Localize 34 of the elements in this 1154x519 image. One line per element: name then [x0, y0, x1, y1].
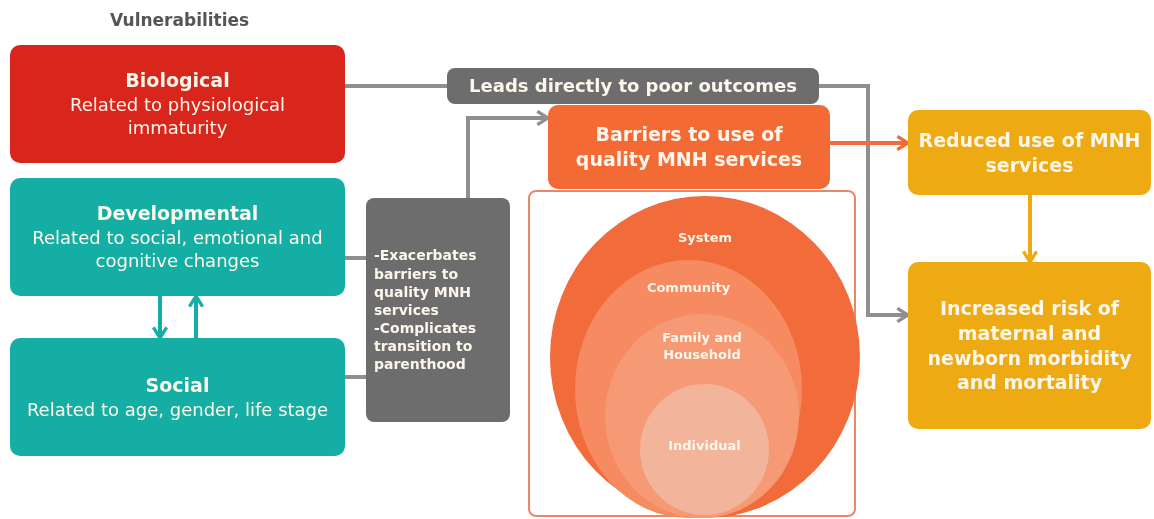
node-text: Community: [646, 280, 731, 297]
node-text: Related to physiological immaturity: [68, 92, 287, 140]
node-heading: Social: [145, 372, 210, 398]
arrow: [466, 109, 550, 198]
result-box: [908, 262, 1151, 429]
barrier-box: [548, 105, 830, 189]
node-heading: Developmental: [96, 201, 259, 226]
arrow: [187, 294, 205, 338]
node-text: System: [677, 230, 733, 247]
arrow: [1021, 195, 1039, 264]
arrow: [151, 296, 169, 340]
node-heading: Biological: [125, 68, 230, 93]
node-text: Related to age, gender, life stage: [26, 397, 329, 422]
connector-line: [345, 84, 447, 88]
node-text: Related to social, emotional and cognitive changes: [31, 225, 324, 273]
node-text: Increased risk of maternal and newborn morbidity and mortality: [926, 296, 1133, 395]
outcome-box: [447, 68, 819, 104]
node-text: -Complicates transition to parenthood: [374, 319, 478, 374]
result-box: [908, 110, 1151, 195]
node-text: Individual: [668, 438, 741, 455]
connector-line: [345, 256, 366, 260]
node-text: -Exacerbates barriers to quality MNH services: [374, 246, 478, 320]
connector-line: [345, 375, 366, 379]
category-box: [10, 178, 345, 296]
node-text: Leads directly to poor outcomes: [469, 74, 797, 98]
category-box: [10, 45, 345, 163]
node-text: Family and Household: [661, 330, 743, 364]
arrow: [819, 84, 910, 324]
node-text: Reduced use of MNH services: [918, 127, 1141, 178]
effect-box: [366, 198, 510, 422]
node-text: Barriers to use of quality MNH services: [574, 122, 804, 172]
column-heading: Vulnerabilities: [110, 10, 250, 30]
category-box: [10, 338, 345, 456]
arrow: [830, 134, 910, 152]
